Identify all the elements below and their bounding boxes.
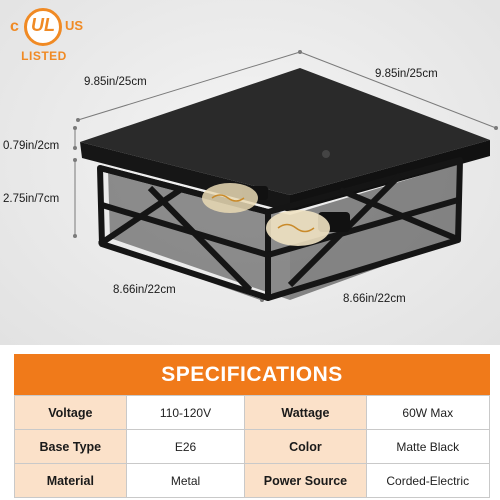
spec-value-base-type: E26: [125, 429, 246, 464]
dimension-top-right-width: 9.85in/25cm: [375, 68, 438, 80]
glass-right: [290, 163, 462, 300]
bulb-right: [266, 210, 350, 246]
dimension-body-height: 2.75in/7cm: [3, 193, 60, 205]
badge-c: c: [10, 18, 19, 35]
table-row: Voltage 110-120V Wattage 60W Max: [14, 395, 490, 430]
ceiling-light-fixture-illustration: [73, 50, 498, 302]
spec-value-voltage: 110-120V: [125, 395, 246, 430]
bulb-left: [202, 183, 268, 213]
specifications-title: SPECIFICATIONS: [14, 354, 490, 395]
canopy-screw: [322, 150, 330, 158]
spec-key-color: Color: [244, 429, 367, 464]
specifications-panel: SPECIFICATIONS Voltage 110-120V Wattage …: [14, 354, 490, 500]
badge-ul: UL: [31, 15, 55, 35]
product-image-area: c UL US LISTED: [0, 0, 500, 345]
spec-key-base-type: Base Type: [14, 429, 127, 464]
dimension-bottom-left-width: 8.66in/22cm: [113, 284, 176, 296]
dimension-canopy-height: 0.79in/2cm: [3, 140, 60, 152]
spec-value-color: Matte Black: [365, 429, 490, 464]
spec-key-wattage: Wattage: [244, 395, 367, 430]
ul-listed-badge: c UL US LISTED: [8, 6, 83, 66]
dimension-bottom-right-width: 8.66in/22cm: [343, 293, 406, 305]
spec-value-material: Metal: [125, 463, 246, 498]
specifications-table: Voltage 110-120V Wattage 60W Max Base Ty…: [14, 395, 490, 498]
spec-value-power-source: Corded-Electric: [365, 463, 490, 498]
ul-ring: [24, 8, 62, 46]
table-row: Material Metal Power Source Corded-Elect…: [14, 463, 490, 498]
dimension-top-left-width: 9.85in/25cm: [84, 76, 147, 88]
badge-us: US: [65, 18, 84, 33]
spec-key-power-source: Power Source: [244, 463, 367, 498]
spec-value-wattage: 60W Max: [365, 395, 490, 430]
spec-key-material: Material: [14, 463, 127, 498]
canopy-top: [80, 68, 490, 195]
table-row: Base Type E26 Color Matte Black: [14, 429, 490, 464]
spec-key-voltage: Voltage: [14, 395, 127, 430]
badge-listed: LISTED: [21, 49, 67, 63]
